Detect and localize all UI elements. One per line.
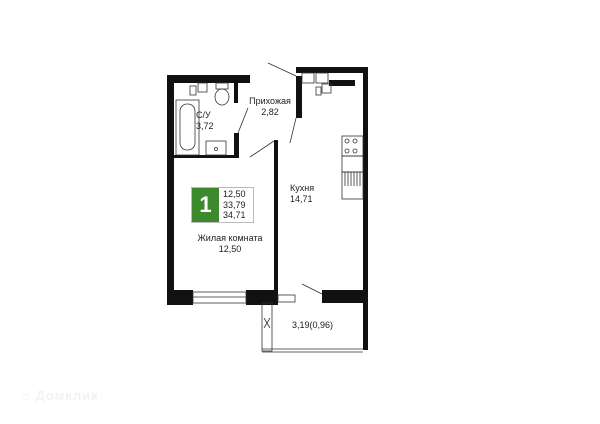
room-area: 3,72 xyxy=(196,121,214,131)
room-name: С/У xyxy=(196,110,211,120)
watermark-text: Домклик xyxy=(35,388,99,403)
room-label-kitchen: Кухня 14,71 xyxy=(290,183,320,205)
room-label-hallway: Прихожая 2,82 xyxy=(245,96,295,118)
room-area: 3,19(0,96) xyxy=(292,320,334,330)
total-area-value: 33,79 xyxy=(223,199,246,210)
apartment-badge: 1 12,50 33,79 34,71 xyxy=(191,187,254,223)
room-label-living: Жилая комната 12,50 xyxy=(185,233,275,255)
full-area-value: 34,71 xyxy=(223,210,246,220)
watermark-logo: ⌂ Домклик xyxy=(22,388,99,403)
room-area: 14,71 xyxy=(290,194,313,204)
walls xyxy=(167,67,368,350)
room-label-bathroom: С/У 3,72 xyxy=(196,110,214,132)
room-count: 1 xyxy=(192,188,219,222)
fixtures xyxy=(175,72,364,353)
room-area: 12,50 xyxy=(218,244,242,254)
room-name: Прихожая xyxy=(249,96,291,106)
door-swings xyxy=(237,62,323,295)
room-name: Жилая комната xyxy=(197,233,263,243)
room-label-balcony: 3,19(0,96) xyxy=(292,320,333,331)
room-name: Кухня xyxy=(290,183,315,193)
living-area-value: 12,50 xyxy=(223,189,246,199)
room-area: 2,82 xyxy=(261,107,279,117)
